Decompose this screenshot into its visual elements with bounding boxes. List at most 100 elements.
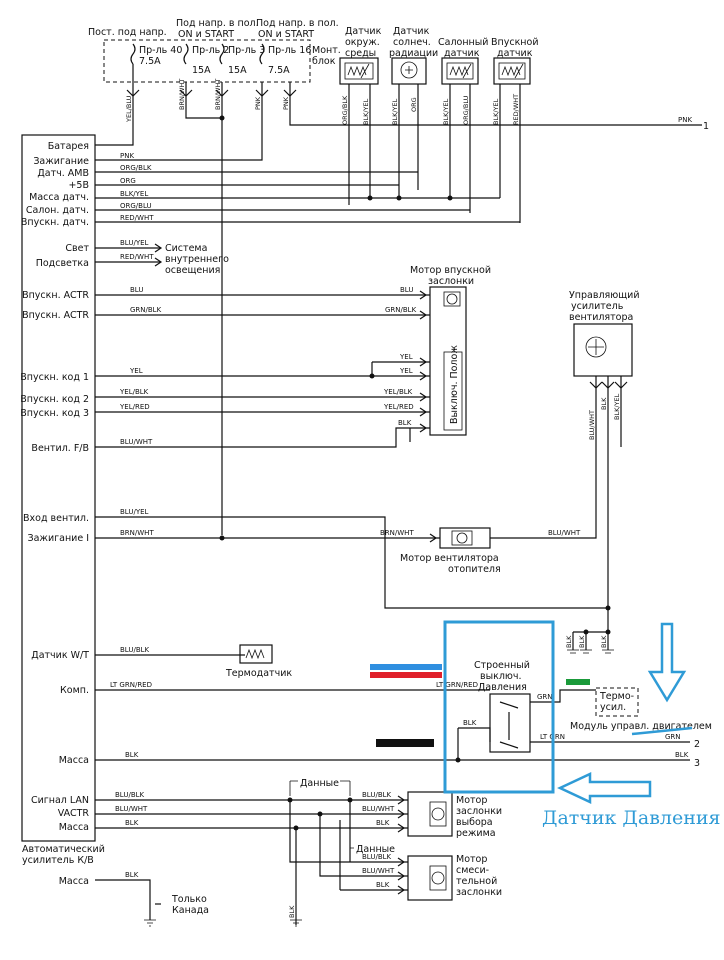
svg-text:BLK: BLK [125,819,139,827]
ground-line: BLK BLK 3 [95,751,700,769]
svg-text:заслонки: заслонки [428,276,474,287]
svg-text:BLK: BLK [578,635,586,648]
arrow-left-icon [557,772,652,804]
svg-text:заслонки: заслонки [456,806,502,817]
red-marker [370,672,442,678]
svg-text:BLU/WHT: BLU/WHT [115,805,148,813]
svg-text:BRN/WHT: BRN/WHT [120,529,154,537]
fuse-40-name: Пр-ль 40 [139,45,182,56]
sensor-intake: Впускной датчик BLK/YEL RED/WHT [491,37,539,223]
fan-motor: BRN/WHT BRN/WHT Мотор вентилятора отопит… [95,527,501,575]
fuse-header-const: Пост. под напр. [88,27,167,38]
svg-text:BLK/YEL: BLK/YEL [613,393,621,420]
svg-text:YEL/RED: YEL/RED [119,403,150,411]
svg-text:выбора: выбора [456,817,493,828]
svg-text:внутреннего: внутреннего [165,254,229,265]
svg-text:BLK: BLK [463,719,477,727]
svg-text:солнеч.: солнеч. [393,37,431,48]
wire-label-pnk-fuse16a: PNK [254,96,262,110]
svg-text:выключ.: выключ. [480,671,522,682]
svg-text:Строенный: Строенный [474,660,530,671]
svg-text:Канада: Канада [172,905,209,916]
pin-fan-fb: Вентил. F/B [31,443,89,454]
svg-text:усил.: усил. [600,702,626,713]
svg-text:ORG/BLU: ORG/BLU [462,95,470,125]
svg-text:BLU/YEL: BLU/YEL [120,508,149,516]
svg-text:тельной: тельной [456,876,497,887]
svg-text:датчик: датчик [497,48,533,59]
light-system: BLU/YEL RED/WHT Система внутреннего осве… [95,239,229,276]
pin-light: Свет [65,243,89,254]
svg-text:BLU/WHT: BLU/WHT [588,410,596,440]
svg-text:режима: режима [456,828,496,839]
svg-text:BLK/YEL: BLK/YEL [362,98,370,125]
fan-amplifier: Управляющий усилитель вентилятора BLU/WH… [95,290,640,611]
pin-5v: +5В [68,180,89,191]
svg-text:Салонный: Салонный [438,37,488,48]
terminal-1: 1 [703,121,709,132]
pin-intake-actr-2: Впускн. ACTR [22,310,89,321]
svg-text:среды: среды [345,48,376,59]
engine-module-label: Модуль управл. двигателем [570,721,712,732]
svg-text:RED/WHT: RED/WHT [512,94,520,125]
fuse-40-symbol [130,43,136,65]
svg-text:ORG: ORG [410,97,418,112]
pressure-sensor-highlight [443,620,555,794]
svg-text:BLU/BLK: BLU/BLK [115,791,145,799]
svg-text:Датчик: Датчик [393,26,430,37]
svg-text:смеси-: смеси- [456,865,489,876]
svg-text:LT GRN/RED: LT GRN/RED [436,681,478,689]
bottom-grounds: BLK BLK Только Канада [95,871,302,927]
black-marker [376,739,434,747]
pin-cabin-sensor: Салон. датч. [26,205,89,216]
svg-text:Мотор: Мотор [456,854,487,865]
svg-text:BLU: BLU [400,286,413,294]
svg-text:YEL: YEL [399,367,413,375]
thermosensor: BLU/BLK Термодатчик [95,644,292,679]
svg-text:Управляющий: Управляющий [569,290,640,301]
svg-text:заслонки: заслонки [456,887,502,898]
fuse-wires: YEL/BLU BRN/WHT BRN/WHT PNK PNK PNK 1 [95,64,709,535]
svg-text:YEL: YEL [129,367,143,375]
svg-text:Мотор: Мотор [456,795,487,806]
svg-text:BLK: BLK [376,819,390,827]
fuse-40-rating: 7.5A [139,56,161,67]
pin-vactr: VACTR [58,808,90,819]
fuse-header-ign1b: ON и START [178,29,234,40]
intake-motor: Мотор впускной заслонки BLU BLU GRN/BLK … [95,265,491,442]
svg-text:BRN/WHT: BRN/WHT [380,529,414,537]
pin-intake-sensor: Впускн. датч. [21,217,89,228]
fuse-header-ign2: Под напр. в пол. [256,18,339,29]
svg-text:BLK: BLK [565,635,573,648]
sensor-cabin: Салонный датчик BLK/YEL ORG/BLU [438,37,488,213]
amplifier-pins: Батарея Зажигание Датч. AMB +5В Масса да… [20,141,89,887]
fuse-block: Пост. под напр. Под напр. в пол. ON и ST… [88,18,341,83]
terminal-2: 2 [694,739,700,750]
sensor-ambient: Датчик окруж. среды ORG/BLK BLK/YEL [339,26,382,205]
svg-text:GRN: GRN [537,693,553,701]
wire-label-yelblu-fuse: YEL/BLU [125,95,133,123]
wire-label-pnk-right: PNK [678,116,692,124]
svg-text:BLK/YEL: BLK/YEL [120,190,148,198]
svg-text:ORG/BLU: ORG/BLU [120,202,152,210]
svg-text:Мотор вентилятора: Мотор вентилятора [400,553,499,564]
pin-battery: Батарея [48,141,89,152]
svg-text:RED/WHT: RED/WHT [120,214,154,222]
svg-text:YEL/BLK: YEL/BLK [383,388,413,396]
svg-text:Система: Система [165,243,207,254]
wire-label-pnk-fuse16b: PNK [282,96,290,110]
svg-text:Термо-: Термо- [599,691,634,702]
fuse-3-rating: 15A [228,65,247,76]
pin-sensor-ground: Масса датч. [29,192,89,203]
fuse-16-rating: 7.5A [268,65,290,76]
wire-label-brnwht-fuse3: BRN/WHT [214,79,222,110]
svg-text:Данные: Данные [356,844,395,855]
blue-marker [370,664,442,670]
svg-text:усилитель: усилитель [571,301,624,312]
svg-text:BLK: BLK [125,871,139,879]
svg-text:YEL/RED: YEL/RED [383,403,414,411]
fuse-2-name: Пр-ль 2 [192,45,229,56]
pressure-switch: LT GRN/RED LT GRN/RED Строенный выключ. … [95,660,712,762]
pin-fan-input: Вход вентил. [23,513,89,524]
svg-text:BLU/YEL: BLU/YEL [120,239,149,247]
